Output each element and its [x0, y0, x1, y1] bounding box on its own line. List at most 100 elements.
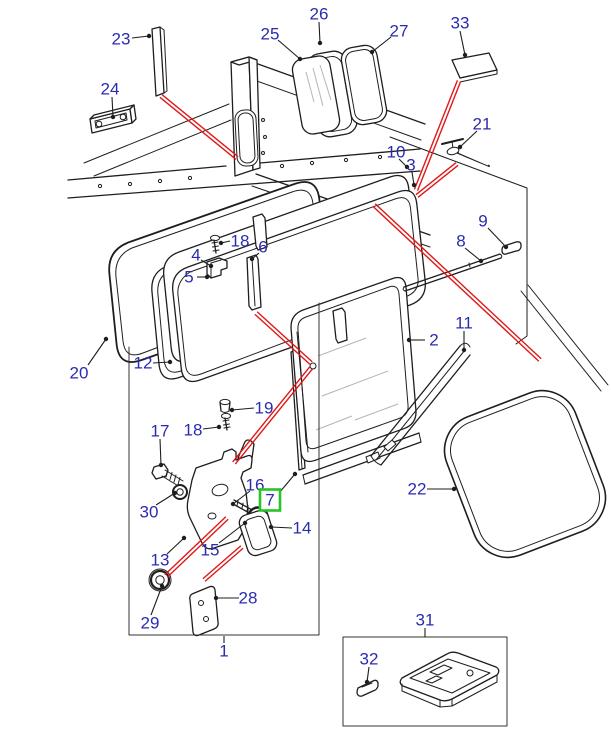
leader-line-12	[152, 361, 171, 364]
part-label-32[interactable]: 32	[360, 650, 379, 669]
part-label-3[interactable]: 3	[406, 156, 415, 175]
leader-arrow-14	[268, 524, 274, 530]
part-label-30[interactable]: 30	[140, 503, 159, 522]
body-pillar	[230, 56, 267, 177]
body-panel	[67, 56, 431, 248]
part-label-28[interactable]: 28	[239, 589, 258, 608]
part-11-run-rail	[370, 342, 471, 466]
part-24-block	[89, 104, 137, 134]
part-9-end-cap	[501, 241, 522, 255]
red-indicator-line	[159, 96, 237, 160]
part-label-13[interactable]: 13	[151, 551, 170, 570]
part-23-strip	[151, 26, 168, 97]
leader-line-21	[459, 130, 478, 148]
part-label-22[interactable]: 22	[408, 480, 427, 499]
part-label-19[interactable]: 19	[255, 399, 274, 418]
part-label-20[interactable]: 20	[70, 364, 89, 383]
red-indicator-line	[415, 162, 457, 196]
part-label-21[interactable]: 21	[473, 115, 492, 134]
part-label-5[interactable]: 5	[184, 268, 193, 287]
part-label-6[interactable]: 6	[258, 238, 267, 257]
leader-line-23	[131, 35, 150, 39]
part-label-18b[interactable]: 18	[184, 421, 203, 440]
red-indicator-lines	[159, 80, 542, 582]
part-label-4[interactable]: 4	[191, 246, 200, 265]
part-32-clip	[356, 679, 379, 697]
leader-arrow-8	[478, 258, 484, 264]
red-indicator-line	[161, 94, 239, 158]
leader-arrow-30	[172, 490, 178, 496]
part-label-29[interactable]: 29	[141, 614, 160, 633]
part-label-31[interactable]: 31	[416, 611, 435, 630]
part-label-12[interactable]: 12	[134, 354, 153, 373]
leader-line-25	[277, 39, 301, 60]
part-2-sliding-glass	[290, 276, 422, 485]
part-label-14[interactable]: 14	[293, 519, 312, 538]
part-13-latch-body	[186, 439, 255, 550]
leader-arrow-20	[103, 336, 109, 342]
part-label-25[interactable]: 25	[261, 25, 280, 44]
red-indicator-line	[234, 368, 313, 465]
red-indicator-line	[254, 313, 311, 365]
part-label-9[interactable]: 9	[478, 212, 487, 231]
leader-line-17	[159, 438, 162, 466]
part-label-15[interactable]: 15	[201, 541, 220, 560]
part-label-18a[interactable]: 18	[231, 232, 250, 251]
assembly-boundary-box	[128, 302, 320, 636]
part-22-seal-loop	[443, 389, 607, 559]
leader-line-13	[166, 537, 185, 555]
leader-arrow-19	[229, 407, 235, 413]
leader-arrow-2	[406, 337, 412, 343]
part-17-bolt	[151, 463, 184, 488]
part-label-8[interactable]: 8	[456, 232, 465, 251]
channel-block-lower	[332, 307, 348, 344]
leader-arrow-33	[462, 52, 468, 58]
kit-box	[342, 636, 508, 727]
part-label-11[interactable]: 11	[455, 314, 473, 333]
part-label-10[interactable]: 10	[387, 143, 406, 162]
part-8-guide-rod	[402, 253, 503, 292]
part-18-screw-lower	[221, 412, 231, 431]
leader-arrow-27	[369, 49, 375, 55]
leader-arrow-16	[230, 501, 236, 507]
part-label-26[interactable]: 26	[310, 5, 329, 24]
part-14-cover-pad	[238, 509, 278, 557]
part-label-17[interactable]: 17	[151, 422, 170, 441]
leader-arrow-18b	[216, 424, 222, 430]
red-indicator-line	[413, 80, 459, 190]
part-label-2[interactable]: 2	[429, 331, 438, 350]
leader-line-15	[218, 522, 246, 544]
part-18-screw-upper	[210, 234, 220, 254]
part-28-packing-plate	[189, 585, 219, 637]
leader-line-32	[366, 666, 370, 683]
leader-arrow-23	[146, 33, 152, 39]
leader-arrow-5	[204, 274, 210, 280]
leader-line-19	[231, 407, 255, 411]
part-label-33[interactable]: 33	[451, 14, 470, 33]
leader-line-16	[232, 490, 251, 505]
part-label-24[interactable]: 24	[101, 80, 120, 99]
red-indicator-line	[416, 81, 462, 191]
rivet-holes	[97, 154, 383, 189]
red-indicator-line	[164, 516, 227, 576]
leader-arrow-32	[364, 679, 370, 685]
part-label-7[interactable]: 7	[265, 491, 274, 510]
part-label-27[interactable]: 27	[390, 22, 409, 41]
leader-line-14	[270, 526, 293, 529]
leader-arrow-18a	[218, 240, 224, 246]
part-label-1[interactable]: 1	[219, 642, 228, 661]
leader-arrow-15	[242, 520, 248, 526]
part-21-pin	[441, 138, 490, 167]
leader-line-33	[459, 30, 466, 56]
leader-line-9	[487, 227, 507, 248]
leader-arrow-25	[297, 56, 303, 62]
leader-arrow-4	[208, 263, 214, 269]
part-label-23[interactable]: 23	[112, 30, 131, 49]
red-indicator-line	[204, 547, 244, 582]
highlight-box-7	[258, 488, 282, 512]
part-31-molded-tray	[399, 651, 500, 708]
leader-arrow-22	[451, 486, 457, 492]
